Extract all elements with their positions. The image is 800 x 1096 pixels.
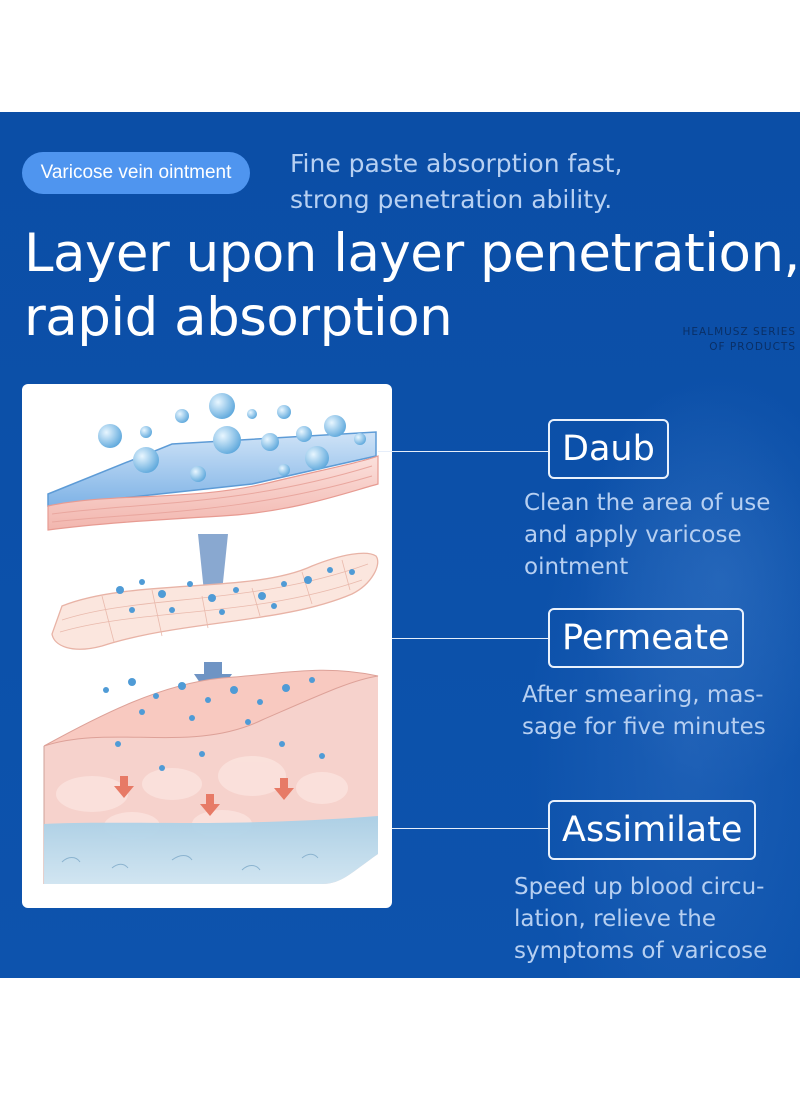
connector-line-permeate bbox=[392, 638, 550, 639]
step-title-assimilate: Assimilate bbox=[548, 800, 757, 860]
step-desc-daub-line-3: ointment bbox=[524, 554, 629, 580]
connector-line-assimilate bbox=[392, 828, 550, 829]
step-desc-assimilate-line-3: symptoms of varicose bbox=[514, 938, 768, 964]
subheading-line-2: strong penetration ability. bbox=[290, 185, 613, 214]
step-desc-daub-line-2: and apply varicose bbox=[524, 522, 742, 548]
subheading: Fine paste absorption fast, strong penet… bbox=[290, 146, 622, 218]
product-badge: Varicose vein ointment bbox=[22, 152, 250, 194]
step-desc-assimilate-line-1: Speed up blood circu- bbox=[514, 874, 765, 900]
step-desc-assimilate: Speed up blood circu- lation, relieve th… bbox=[514, 871, 767, 967]
step-title-permeate: Permeate bbox=[548, 608, 744, 668]
step-desc-daub-line-1: Clean the area of use bbox=[524, 490, 771, 516]
headline: Layer upon layer penetration, rapid abso… bbox=[24, 222, 800, 350]
step-title-daub: Daub bbox=[548, 419, 669, 479]
step-desc-assimilate-line-2: lation, relieve the bbox=[514, 906, 717, 932]
skin-layers-graphic bbox=[43, 393, 379, 884]
step-desc-permeate: After smearing, mas- sage for five minut… bbox=[522, 679, 766, 743]
step-desc-permeate-line-1: After smearing, mas- bbox=[522, 682, 764, 708]
step-desc-permeate-line-2: sage for five minutes bbox=[522, 714, 766, 740]
series-note-line-1: HEALMUSZ SERIES bbox=[682, 326, 796, 338]
series-note: HEALMUSZ SERIES OF PRODUCTS bbox=[683, 325, 797, 355]
step-desc-daub: Clean the area of use and apply varicose… bbox=[524, 487, 770, 583]
headline-line-1: Layer upon layer penetration, bbox=[24, 223, 800, 284]
subheading-line-1: Fine paste absorption fast, bbox=[290, 149, 623, 178]
headline-line-2: rapid absorption bbox=[24, 287, 453, 348]
promo-panel: Varicose vein ointment Fine paste absorp… bbox=[0, 112, 800, 978]
connector-line-daub bbox=[378, 451, 550, 452]
skin-layers-illustration bbox=[22, 384, 392, 908]
series-note-line-2: OF PRODUCTS bbox=[709, 341, 796, 353]
